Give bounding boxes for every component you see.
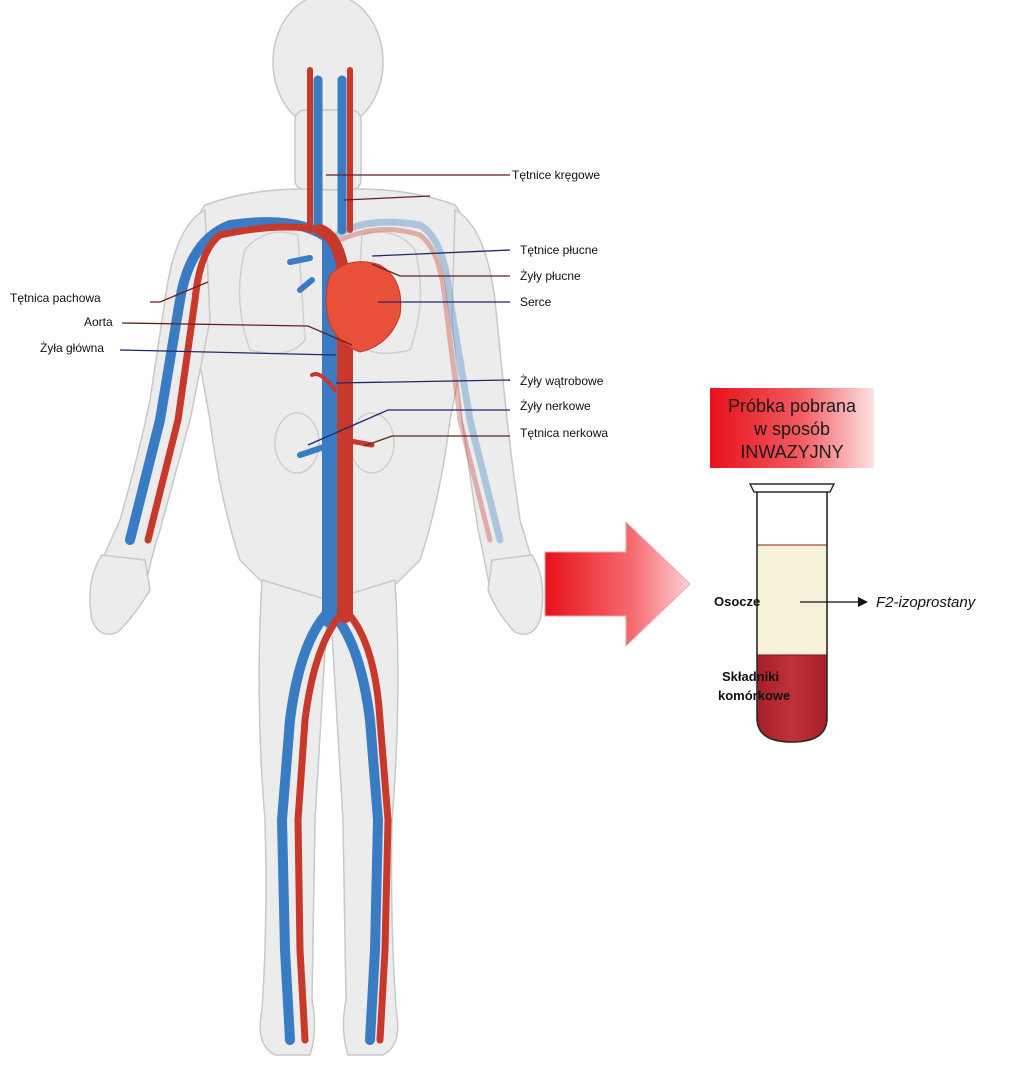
cells-label-line-2: komórkowe xyxy=(718,688,790,703)
cells-label-line-1: Składniki xyxy=(722,669,779,684)
label-hepatic-veins: Żyły wątrobowe xyxy=(520,374,604,388)
test-tube xyxy=(750,484,834,742)
label-renal-veins: Żyły nerkowe xyxy=(520,399,591,413)
sample-line-1: Próbka pobrana xyxy=(728,396,857,416)
label-renal-artery: Tętnica nerkowa xyxy=(520,426,608,440)
label-pulmonary-arteries: Tętnice płucne xyxy=(520,243,598,257)
marker-label: F2-izoprostany xyxy=(876,594,977,611)
big-arrow-icon xyxy=(545,522,690,646)
sample-line-3: INWAZYJNY xyxy=(740,442,843,462)
plasma-label: Osocze xyxy=(714,594,760,609)
label-aorta: Aorta xyxy=(84,315,113,329)
label-vena-cava: Żyła główna xyxy=(40,341,104,355)
label-axillary-artery: Tętnica pachowa xyxy=(10,291,101,305)
label-vertebral-arteries: Tętnice kręgowe xyxy=(512,168,600,182)
sample-box: Próbka pobrana w sposób INWAZYJNY xyxy=(710,388,874,468)
label-heart: Serce xyxy=(520,295,552,309)
label-pulmonary-veins: Żyły płucne xyxy=(520,269,581,283)
sample-line-2: w sposób xyxy=(753,419,830,439)
